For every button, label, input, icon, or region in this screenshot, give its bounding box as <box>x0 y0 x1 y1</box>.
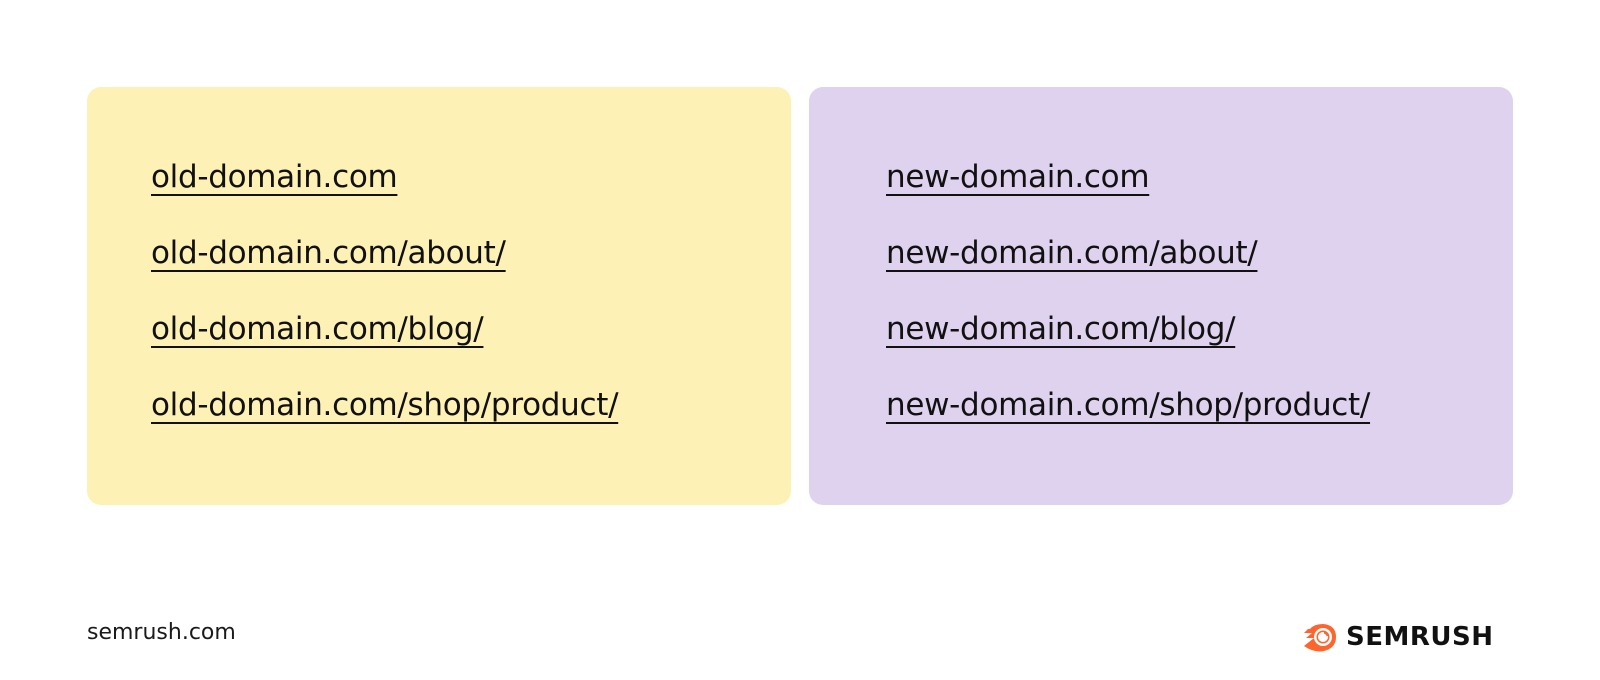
list-item: old-domain.com/blog/ <box>151 311 618 387</box>
old-url-link[interactable]: old-domain.com/blog/ <box>151 311 484 347</box>
list-item: new-domain.com <box>886 159 1370 235</box>
old-url-link[interactable]: old-domain.com <box>151 159 398 195</box>
new-url-list: new-domain.com new-domain.com/about/ new… <box>886 159 1370 463</box>
new-url-link[interactable]: new-domain.com/about/ <box>886 235 1258 271</box>
old-url-list: old-domain.com old-domain.com/about/ old… <box>151 159 619 463</box>
list-item: new-domain.com/shop/product/ <box>886 387 1370 463</box>
list-item: old-domain.com/shop/product/ <box>151 387 619 463</box>
list-item: new-domain.com/about/ <box>886 235 1370 311</box>
old-url-link[interactable]: old-domain.com/about/ <box>151 235 506 271</box>
new-domain-panel: new-domain.com new-domain.com/about/ new… <box>809 87 1513 505</box>
new-url-link[interactable]: new-domain.com <box>886 159 1150 195</box>
list-item: old-domain.com/about/ <box>151 235 618 311</box>
semrush-fireball-icon <box>1292 624 1336 652</box>
list-item: new-domain.com/blog/ <box>886 311 1370 387</box>
new-url-link[interactable]: new-domain.com/shop/product/ <box>886 387 1371 423</box>
semrush-wordmark: SEMRUSH <box>1346 622 1494 652</box>
semrush-logo: SEMRUSH <box>1290 620 1493 654</box>
footer-site-label: semrush.com <box>87 620 236 645</box>
new-url-link[interactable]: new-domain.com/blog/ <box>886 311 1236 347</box>
old-url-link[interactable]: old-domain.com/shop/product/ <box>151 387 619 423</box>
list-item: old-domain.com <box>151 159 618 235</box>
old-domain-panel: old-domain.com old-domain.com/about/ old… <box>87 87 791 505</box>
